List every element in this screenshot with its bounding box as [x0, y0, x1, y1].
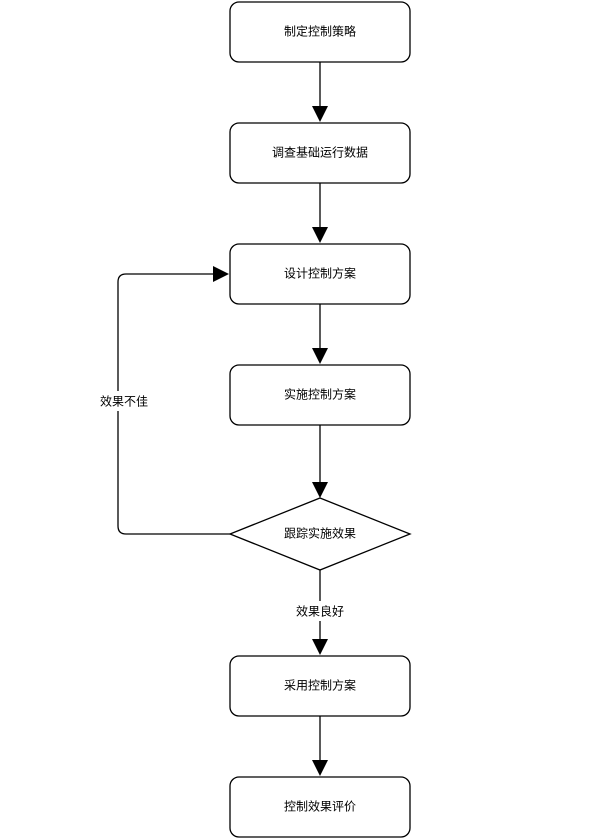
arrow-head: [312, 639, 328, 655]
node-formulate-strategy: 制定控制策略: [229, 1, 411, 63]
arrow-head: [312, 227, 328, 243]
edge-label-background: [290, 601, 350, 621]
node-label: 控制效果评价: [284, 799, 356, 814]
edge-labels: 效果不佳 效果良好: [94, 391, 350, 621]
node-label: 调查基础运行数据: [272, 145, 368, 160]
node-label: 设计控制方案: [284, 266, 356, 281]
node-implement-plan: 实施控制方案: [229, 364, 411, 426]
node-label: 实施控制方案: [284, 387, 356, 402]
node-design-plan: 设计控制方案: [229, 243, 411, 305]
arrow-head: [312, 760, 328, 776]
node-label: 跟踪实施效果: [284, 526, 356, 541]
decision-track-effect: 跟踪实施效果: [228, 497, 412, 571]
edge-label-good-result: 效果良好: [296, 604, 344, 619]
node-label: 制定控制策略: [284, 24, 356, 39]
arrow-head: [312, 348, 328, 364]
node-survey-data: 调查基础运行数据: [229, 122, 411, 184]
arrow-head: [213, 266, 229, 282]
arrow-head: [312, 106, 328, 122]
edge-label-poor-result: 效果不佳: [100, 394, 148, 409]
node-evaluate-effect: 控制效果评价: [229, 776, 411, 838]
edge-label-background: [94, 391, 154, 411]
arrow-head: [312, 482, 328, 498]
node-adopt-plan: 采用控制方案: [229, 655, 411, 717]
node-label: 采用控制方案: [284, 678, 356, 693]
